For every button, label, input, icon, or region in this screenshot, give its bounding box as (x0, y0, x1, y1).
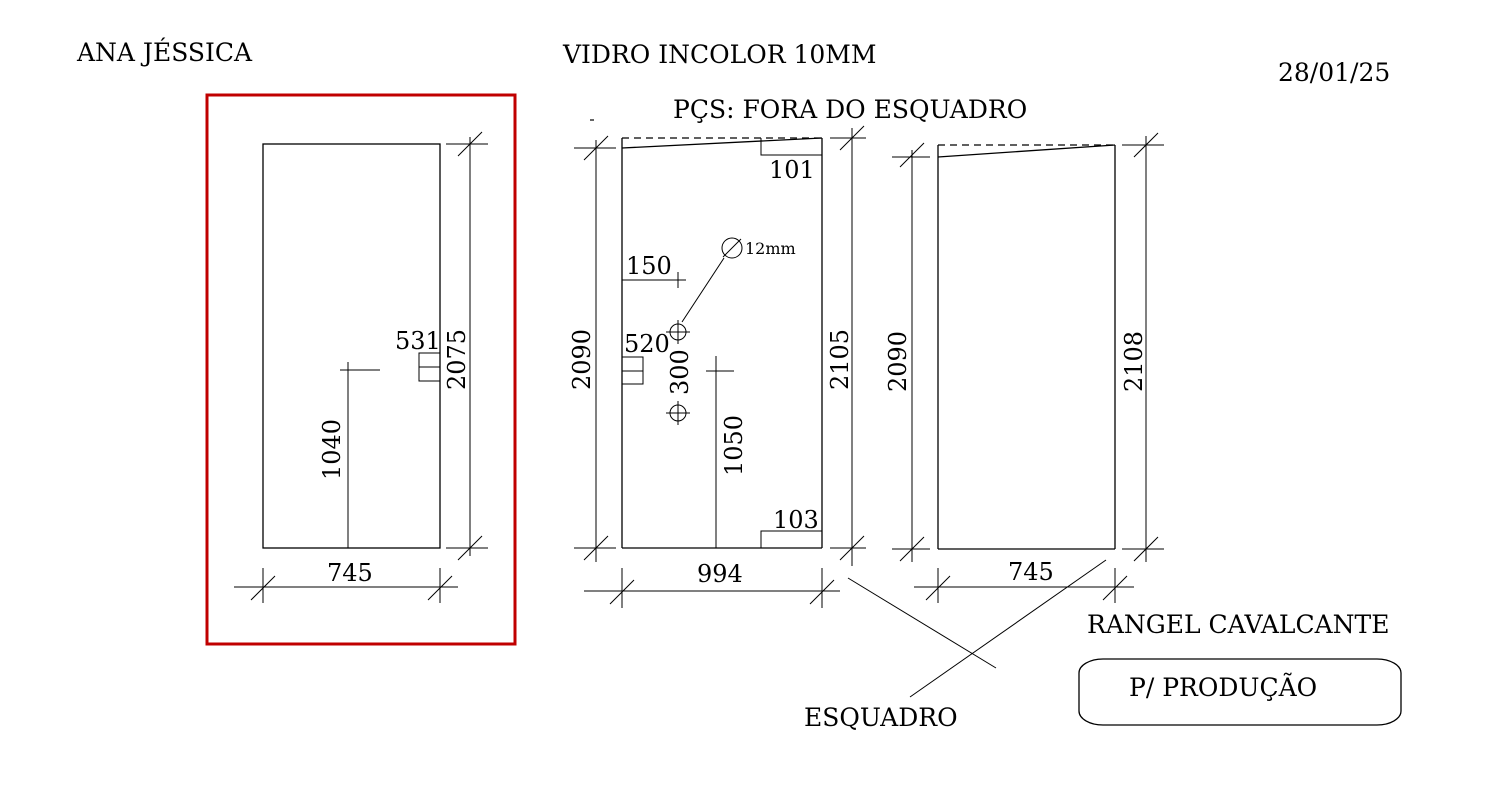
material-title: VIDRO INCOLOR 10MM (562, 40, 877, 69)
diameter-symbol-icon (721, 237, 743, 259)
glass-panel-left (262, 143, 441, 549)
squaring-callout: ESQUADRO (804, 559, 1107, 732)
author-name: RANGEL CAVALCANTE (1087, 610, 1389, 639)
middle-width-label: 994 (697, 560, 743, 588)
middle-hole-diameter-label: 12mm (745, 239, 796, 258)
middle-hole-height-label: 1050 (720, 415, 748, 476)
right-width-label: 745 (1008, 558, 1054, 586)
production-stamp-label: P/ PRODUÇÃO (1129, 673, 1317, 702)
production-stamp-box (1078, 658, 1402, 726)
panel-middle: 101 103 2090 2105 994 150 12mm (568, 119, 866, 608)
panel-right: 2090 2108 745 (884, 132, 1164, 603)
right-right-height-label: 2108 (1120, 331, 1148, 392)
left-width-label: 745 (327, 559, 373, 587)
hole-bottom-icon (666, 401, 690, 425)
left-height-label: 2075 (443, 329, 471, 390)
drawing-date: 28/01/25 (1278, 58, 1390, 87)
client-name: ANA JÉSSICA (76, 38, 253, 67)
selection-frame (205, 93, 517, 646)
left-cutout-label: 531 (395, 327, 441, 355)
middle-bottom-notch-label: 103 (773, 506, 819, 534)
middle-cutout-label: 520 (624, 330, 670, 358)
middle-top-notch-label: 101 (769, 156, 815, 184)
left-hole-height-label: 1040 (318, 419, 346, 480)
panel-left: 745 2075 1040 531 (205, 93, 517, 646)
hole-top-icon (666, 320, 690, 344)
squaring-label: ESQUADRO (804, 703, 958, 732)
middle-right-height-label: 2105 (826, 329, 854, 390)
right-left-height-label: 2090 (884, 331, 912, 392)
middle-hole-offset-label: 150 (626, 252, 672, 280)
out-of-square-note: PÇS: FORA DO ESQUADRO (673, 95, 1027, 124)
middle-left-height-label: 2090 (568, 329, 596, 390)
middle-hole-spacing-label: 300 (666, 349, 694, 395)
